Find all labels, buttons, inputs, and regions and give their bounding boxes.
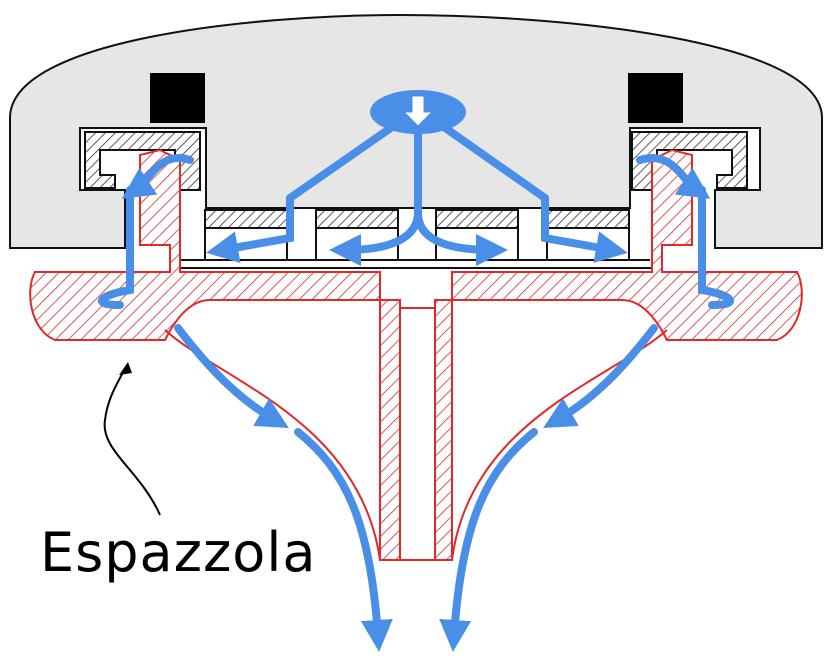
right-gasket: [628, 73, 683, 123]
label-pointer: [103, 367, 161, 516]
label-pointer-arrowhead: [119, 362, 132, 375]
stem-channel: [399, 307, 436, 561]
left-seal: [84, 131, 201, 191]
water-flow: [97, 90, 735, 652]
diagram-label: Espazzola: [40, 521, 317, 584]
left-gasket: [150, 73, 205, 123]
down-arrow-icon: [402, 95, 434, 127]
right-seal: [631, 131, 748, 191]
